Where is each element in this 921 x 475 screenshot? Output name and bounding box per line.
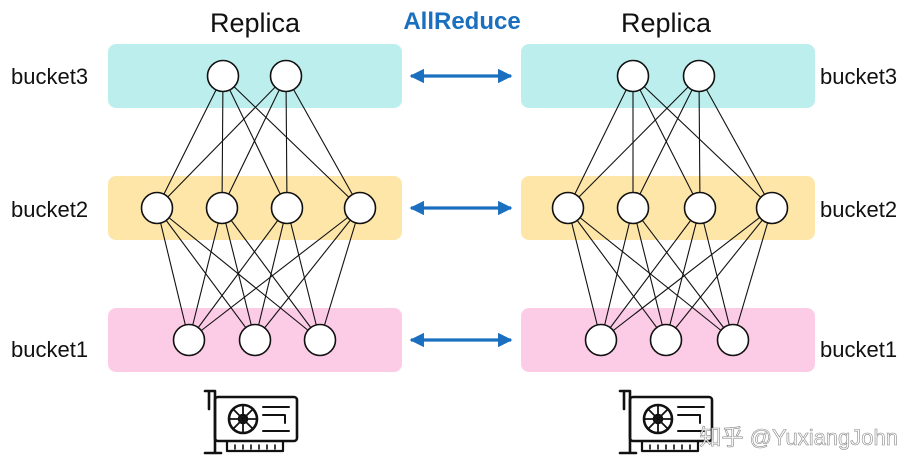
left-bucket2-label: bucket2 bbox=[11, 197, 88, 222]
network-edge bbox=[567, 207, 602, 341]
right-bucket3-band bbox=[521, 44, 815, 108]
left-replica-title: Replica bbox=[210, 8, 301, 38]
neuron-node bbox=[206, 59, 240, 93]
network-edge bbox=[254, 207, 361, 341]
neuron-node bbox=[343, 191, 377, 225]
left-bucket1-label: bucket1 bbox=[11, 337, 88, 362]
network-edge bbox=[319, 207, 361, 341]
network-edge bbox=[222, 75, 288, 209]
right-bucket2-label: bucket2 bbox=[820, 197, 897, 222]
network-edge bbox=[221, 75, 224, 209]
network-edges bbox=[156, 75, 773, 341]
network-edge bbox=[600, 207, 634, 341]
network-edge bbox=[632, 75, 700, 209]
neuron-node bbox=[140, 191, 174, 225]
neuron-node bbox=[303, 323, 337, 357]
allreduce-arrows bbox=[409, 68, 513, 348]
network-nodes bbox=[140, 59, 789, 357]
network-edge bbox=[156, 207, 190, 341]
neuron-node bbox=[755, 191, 789, 225]
network-edge bbox=[156, 75, 287, 209]
right-replica-title: Replica bbox=[621, 8, 712, 38]
neuron-node bbox=[682, 59, 716, 93]
network-edge bbox=[286, 207, 321, 341]
network-edge bbox=[600, 207, 701, 341]
network-edge bbox=[188, 207, 361, 341]
network-edge bbox=[665, 207, 701, 341]
watermark-text: 知乎 @YuxiangJohn bbox=[700, 425, 898, 450]
right-bucket3-label: bucket3 bbox=[820, 64, 897, 89]
network-edge bbox=[600, 207, 773, 341]
left-bucket2-band bbox=[108, 176, 402, 240]
network-edge bbox=[188, 207, 288, 341]
network-edge bbox=[188, 207, 223, 341]
right-bucket1-label: bucket1 bbox=[820, 337, 897, 362]
gpu-icons bbox=[203, 389, 714, 455]
network-edge bbox=[732, 207, 773, 341]
network-edge bbox=[632, 207, 667, 341]
network-edge bbox=[285, 75, 288, 209]
neuron-node bbox=[551, 191, 585, 225]
network-edge bbox=[698, 75, 701, 209]
neuron-node bbox=[584, 323, 618, 357]
network-edge bbox=[221, 75, 287, 209]
neuron-node bbox=[683, 191, 717, 225]
allreduce-label: AllReduce bbox=[403, 8, 520, 35]
network-edge bbox=[222, 75, 361, 209]
neuron-node bbox=[716, 323, 750, 357]
network-edge bbox=[254, 207, 288, 341]
network-edge bbox=[698, 75, 773, 209]
network-edge bbox=[699, 207, 734, 341]
network-edge bbox=[567, 75, 634, 209]
right-graphics-card-icon bbox=[618, 389, 714, 455]
network-edge bbox=[567, 75, 700, 209]
network-edge bbox=[665, 207, 773, 341]
neuron-node bbox=[616, 59, 650, 93]
neuron-node bbox=[238, 323, 272, 357]
network-edge bbox=[156, 75, 224, 209]
neuron-node bbox=[616, 191, 650, 225]
left-graphics-card-icon bbox=[203, 389, 299, 455]
neuron-node bbox=[172, 323, 206, 357]
left-bucket3-label: bucket3 bbox=[11, 64, 88, 89]
right-bucket2-band bbox=[521, 176, 815, 240]
neuron-node bbox=[270, 191, 304, 225]
neuron-node bbox=[205, 191, 239, 225]
neuron-node bbox=[649, 323, 683, 357]
network-edge bbox=[632, 75, 773, 209]
network-edge bbox=[285, 75, 361, 209]
left-bucket3-band bbox=[108, 44, 402, 108]
neuron-node bbox=[269, 59, 303, 93]
